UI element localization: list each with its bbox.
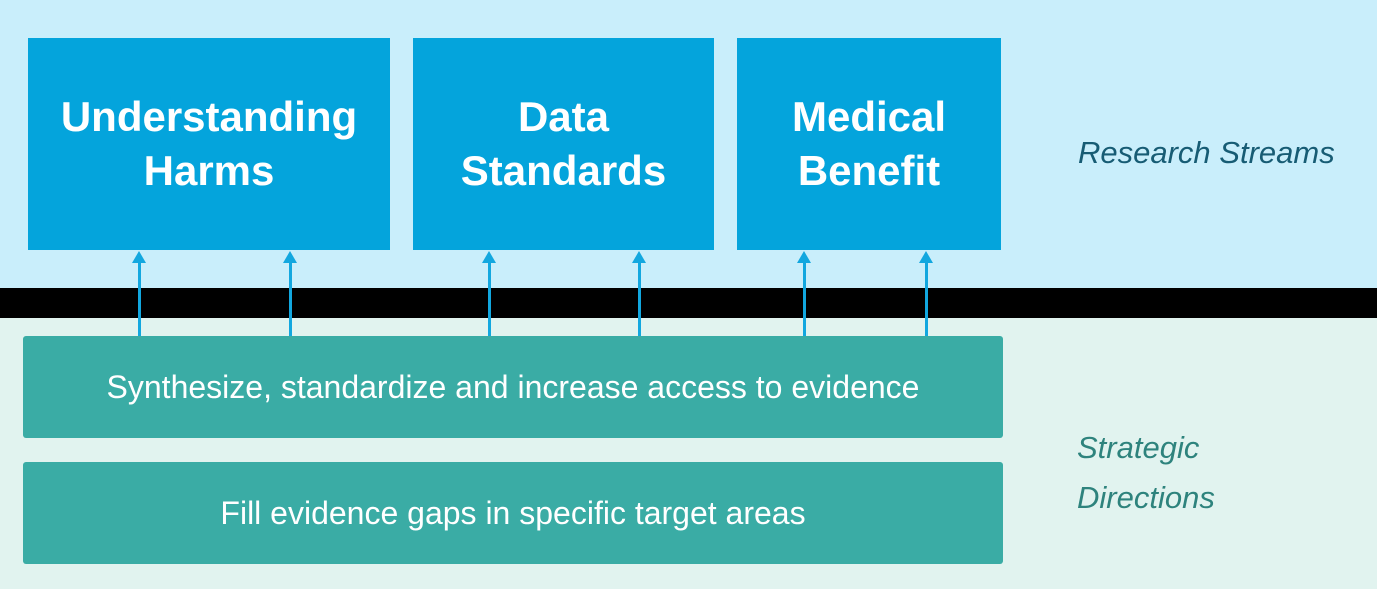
up-arrow-line (637, 263, 641, 336)
up-arrow-line (288, 263, 292, 336)
up-arrow-line (924, 263, 928, 336)
up-arrow-icon (283, 251, 297, 336)
up-arrow-icon (482, 251, 496, 336)
up-arrow-head-icon (919, 251, 933, 263)
divider-bar (0, 288, 1377, 318)
up-arrow-line (802, 263, 806, 336)
box-understanding-harms: Understanding Harms (28, 38, 390, 250)
research-streams-label: Research Streams (1078, 135, 1335, 170)
up-arrow-icon (797, 251, 811, 336)
box-data-standards-label: Data Standards (460, 93, 667, 194)
box-synthesize-evidence: Synthesize, standardize and increase acc… (23, 336, 1003, 438)
box-synthesize-evidence-label: Synthesize, standardize and increase acc… (106, 369, 920, 405)
box-fill-evidence-gaps-label: Fill evidence gaps in specific target ar… (220, 495, 806, 531)
box-medical-benefit-label: Medical Benefit (791, 93, 947, 194)
up-arrow-head-icon (632, 251, 646, 263)
up-arrow-head-icon (132, 251, 146, 263)
up-arrow-line (137, 263, 141, 336)
up-arrow-icon (919, 251, 933, 336)
box-medical-benefit: Medical Benefit (737, 38, 1001, 250)
up-arrow-head-icon (797, 251, 811, 263)
box-data-standards: Data Standards (413, 38, 714, 250)
up-arrow-icon (632, 251, 646, 336)
up-arrow-head-icon (482, 251, 496, 263)
box-fill-evidence-gaps: Fill evidence gaps in specific target ar… (23, 462, 1003, 564)
strategic-directions-label: Strategic Directions (1077, 430, 1215, 515)
up-arrow-icon (132, 251, 146, 336)
box-understanding-harms-label: Understanding Harms (60, 93, 358, 194)
up-arrow-line (487, 263, 491, 336)
up-arrow-head-icon (283, 251, 297, 263)
